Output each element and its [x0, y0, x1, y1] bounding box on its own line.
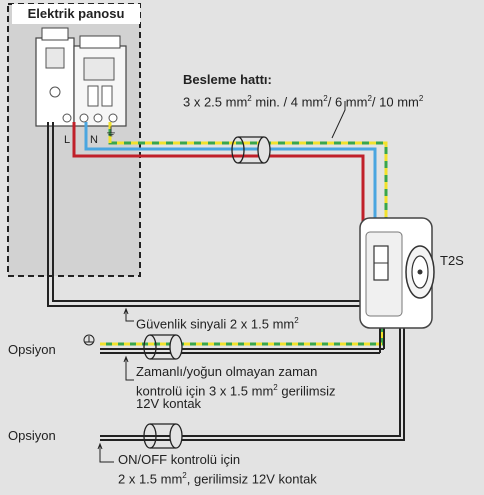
breaker-icon	[35, 27, 127, 127]
option2-leader	[99, 445, 114, 463]
option2-wire-b	[100, 322, 405, 441]
neutral-wire	[84, 122, 377, 222]
charging-station-icon	[359, 217, 435, 329]
option2-label: Opsiyon	[8, 428, 56, 443]
supply-spec: 3 x 2.5 mm2 min. / 4 mm2/ 6 mm2/ 10 mm2	[183, 94, 424, 110]
option2-wire-a	[100, 322, 401, 437]
supply-leader	[331, 101, 346, 139]
phase-wire	[72, 122, 365, 226]
safety-label: Güvenlik sinyali 2 x 1.5 mm2	[136, 316, 299, 332]
device-label: T2S	[440, 253, 464, 268]
earth-wire-stripe	[108, 122, 388, 218]
option2-line2: 2 x 1.5 mm2, gerilimsiz 12V kontak	[118, 471, 317, 487]
terminal-l-label: L	[64, 134, 71, 146]
supply-title: Besleme hattı:	[183, 72, 272, 87]
safety-signal-wire-a	[47, 122, 370, 307]
option1-line2: kontrolü için 3 x 1.5 mm2 gerilimsiz	[136, 383, 336, 399]
earth-symbol-icon	[83, 334, 95, 346]
option2-line1: ON/OFF kontrolü için	[118, 452, 241, 467]
safety-signal-wire-b	[52, 122, 370, 302]
conduit-right	[257, 136, 271, 164]
option1-line3: 12V kontak	[136, 396, 202, 411]
panel-title: Elektrik panosu	[12, 4, 140, 24]
safety-leader	[125, 310, 134, 322]
option1-leader	[125, 358, 134, 381]
option1-label: Opsiyon	[8, 342, 56, 357]
terminal-n-label: N	[90, 134, 98, 146]
earth-terminal-icon: ⏚	[105, 125, 118, 139]
option1-line1: Zamanlı/yoğun olmayan zaman	[136, 364, 318, 379]
